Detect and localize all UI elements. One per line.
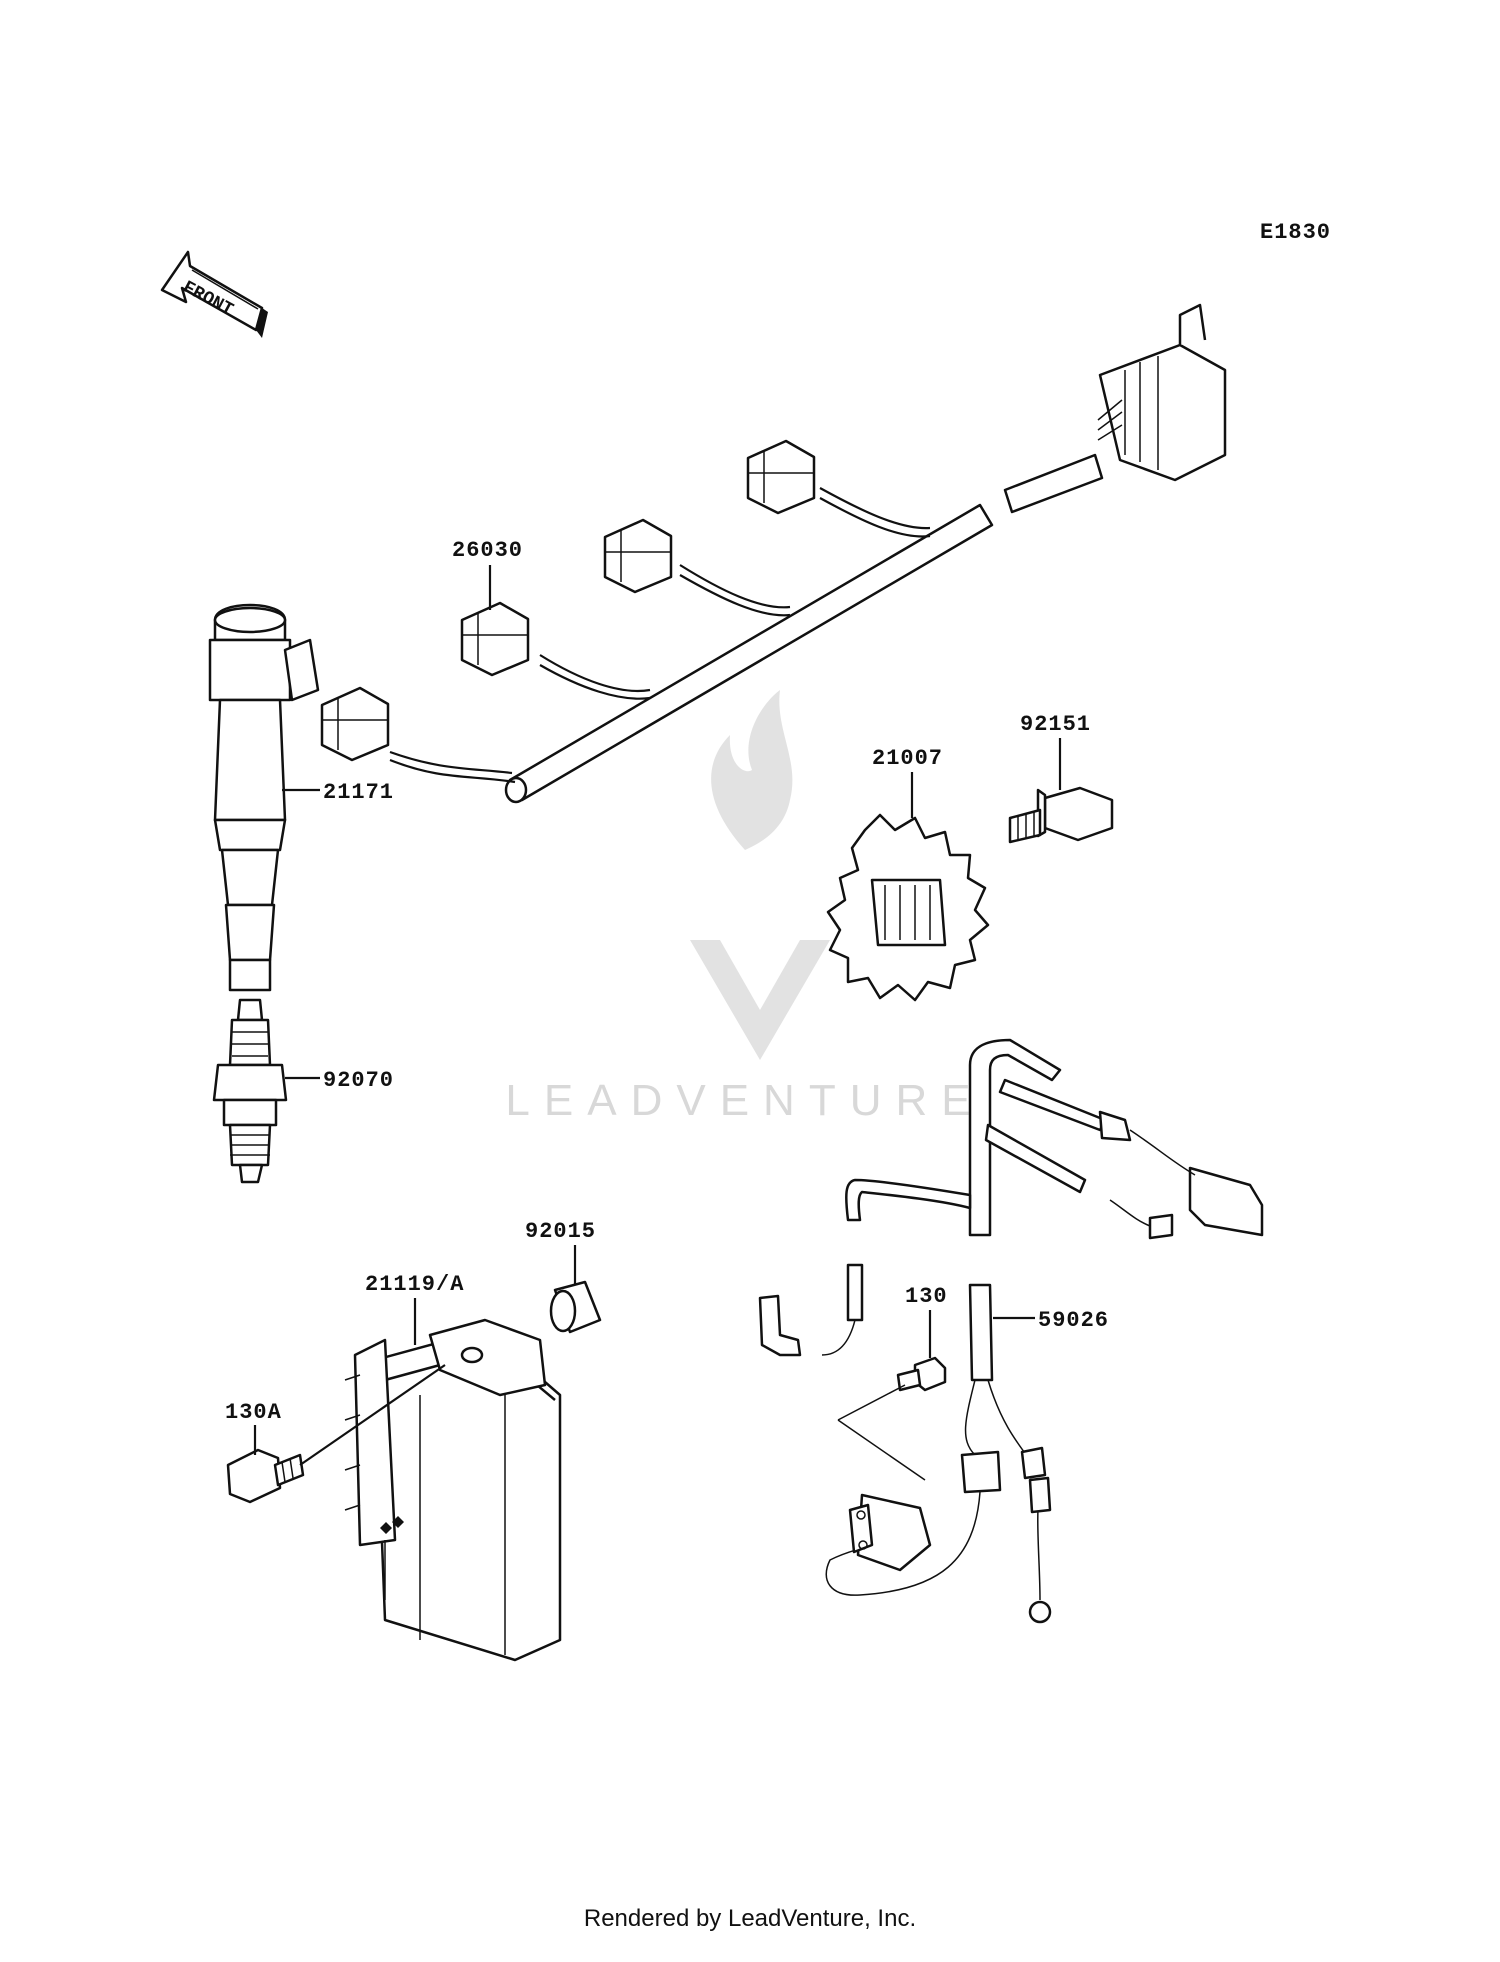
footer-credit: Rendered by LeadVenture, Inc. xyxy=(583,1905,917,1932)
bolt-130 xyxy=(837,1356,947,1481)
diagram-code: E1830 xyxy=(1260,220,1331,245)
ignition-harness-26030 xyxy=(320,303,1227,804)
sensor-harness-59026 xyxy=(758,1038,1264,1624)
label-130a: 130A xyxy=(225,1400,282,1425)
label-92015: 92015 xyxy=(525,1219,596,1244)
watermark-text: LEADVENTURE xyxy=(505,1076,984,1125)
label-21171: 21171 xyxy=(323,780,394,805)
bolt-130a xyxy=(226,1364,446,1504)
label-21119a: 21119/A xyxy=(365,1272,464,1297)
spark-plug-92070 xyxy=(212,998,288,1184)
label-59026: 59026 xyxy=(1038,1308,1109,1333)
ignition-coil-21171 xyxy=(208,603,320,992)
front-arrow-icon: FRONT xyxy=(160,250,268,338)
leadventure-watermark: LEADVENTURE xyxy=(505,690,984,1125)
bolt-92151 xyxy=(1008,786,1114,844)
label-130: 130 xyxy=(905,1284,948,1309)
label-92151: 92151 xyxy=(1020,712,1091,737)
label-26030: 26030 xyxy=(452,538,523,563)
label-21007: 21007 xyxy=(872,746,943,771)
timing-rotor-21007 xyxy=(826,813,990,1002)
ecu-21119a xyxy=(344,1318,562,1662)
damper-92015 xyxy=(549,1280,602,1334)
label-92070: 92070 xyxy=(323,1068,394,1093)
